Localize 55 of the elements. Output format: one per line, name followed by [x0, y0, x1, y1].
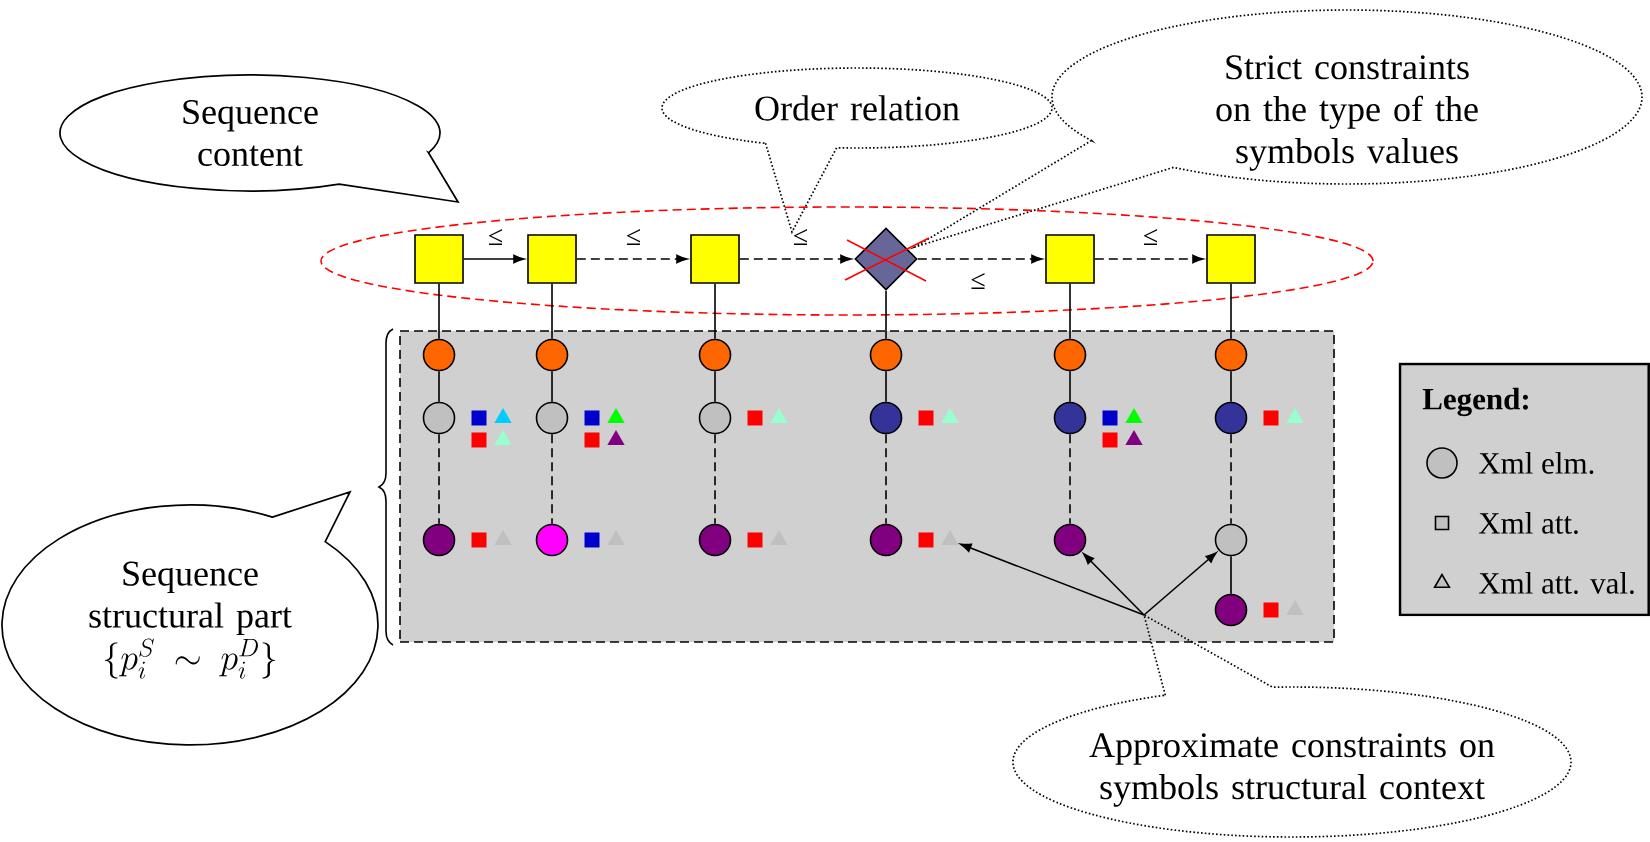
value-triangle [607, 408, 625, 423]
element-circle [535, 523, 569, 557]
value-triangle [1125, 430, 1143, 445]
legend-title: Legend: [1422, 387, 1528, 417]
value-triangle [607, 430, 625, 445]
edge-label: ≤ [627, 228, 640, 245]
symbol-square [527, 234, 577, 284]
value-triangle [494, 408, 512, 423]
arrow [1143, 552, 1217, 616]
element-circle [698, 401, 732, 435]
value-triangle [941, 408, 959, 423]
callout-bubble: Sequence structural part $\{p_i^{S}\sim p_i^{D}\}$ [1, 491, 379, 746]
value-triangle [770, 408, 788, 423]
symbol-square [1045, 234, 1095, 284]
element-circle [1053, 338, 1087, 372]
element-circle [1214, 593, 1248, 627]
arrow [739, 254, 852, 264]
element-circle [1214, 338, 1248, 372]
arrow [960, 543, 1145, 616]
element-circle [422, 338, 456, 372]
symbol-square [414, 234, 464, 284]
arrow [917, 254, 1043, 264]
edge-label: ≤ [971, 272, 985, 289]
value-triangle [1125, 408, 1143, 423]
element-circle [1214, 401, 1248, 435]
crossed-diamond [844, 227, 930, 291]
value-triangle [941, 530, 959, 545]
arrow [576, 254, 688, 264]
symbol-square [690, 234, 740, 284]
element-circle [698, 523, 732, 557]
element-circle [698, 338, 732, 372]
value-triangle [1286, 408, 1304, 423]
legend-label: Xml att. [1478, 512, 1578, 534]
legend-label: Xml elm. [1478, 452, 1594, 474]
structure-panel [399, 330, 1335, 643]
callout-bubble: Sequence content [59, 74, 459, 203]
sequence-ellipse [320, 206, 1374, 316]
element-circle [422, 401, 456, 435]
element-circle [869, 523, 903, 557]
element-circle [1053, 523, 1087, 557]
element-circle [869, 338, 903, 372]
element-circle [1214, 523, 1248, 557]
value-triangle [494, 430, 512, 445]
arrow [463, 254, 525, 264]
callout-bubble: Approximate constraints on symbols structural context [1012, 614, 1572, 838]
symbol-square [1206, 234, 1256, 284]
element-circle [1053, 401, 1087, 435]
legend-label: Xml att. val. [1478, 572, 1634, 594]
arrow [1083, 553, 1145, 616]
edge-label: ≤ [489, 228, 502, 245]
element-circle [422, 523, 456, 557]
element-circle [869, 401, 903, 435]
element-circle [535, 338, 569, 372]
element-circle [535, 401, 569, 435]
arrow [1094, 254, 1204, 264]
